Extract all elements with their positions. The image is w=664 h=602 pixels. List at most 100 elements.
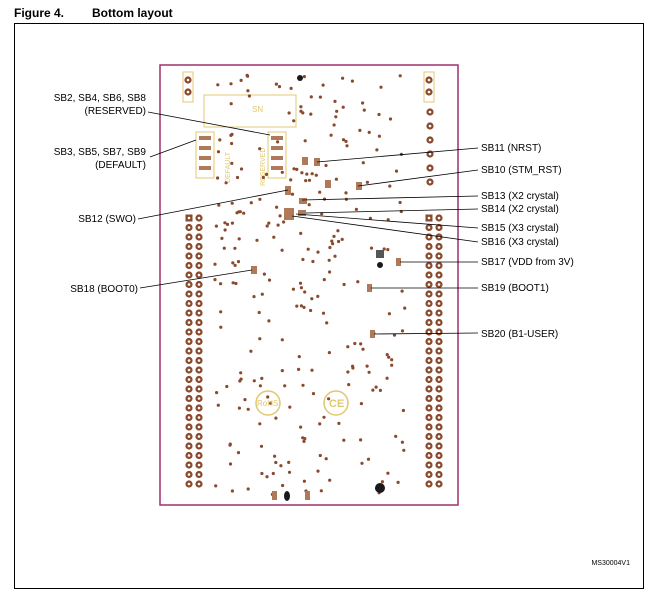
via bbox=[307, 203, 311, 207]
header-pin-hole bbox=[187, 340, 191, 343]
header-pin-hole bbox=[197, 454, 201, 457]
via bbox=[214, 224, 218, 228]
via bbox=[310, 297, 314, 301]
header-pin-hole bbox=[187, 226, 191, 229]
header-pin-hole bbox=[437, 454, 441, 457]
via bbox=[260, 471, 264, 476]
header-pin-hole bbox=[197, 283, 201, 286]
via bbox=[332, 123, 336, 127]
via bbox=[386, 471, 390, 475]
via bbox=[365, 180, 369, 184]
via bbox=[288, 405, 292, 409]
label-sb14: SB14 (X2 crystal) bbox=[481, 204, 559, 215]
header-pin-hole bbox=[437, 321, 441, 324]
via bbox=[237, 237, 241, 241]
via bbox=[365, 364, 369, 368]
via bbox=[223, 228, 227, 232]
via bbox=[230, 201, 234, 205]
reserved-silk-label: RESERVED bbox=[260, 148, 267, 186]
via bbox=[362, 108, 366, 112]
label-sb3-sb9-line1: SB3, SB5, SB7, SB9 bbox=[54, 147, 147, 158]
via bbox=[314, 173, 318, 177]
via bbox=[299, 109, 303, 113]
via bbox=[225, 222, 230, 226]
header-pin-hole bbox=[437, 340, 441, 343]
via bbox=[390, 358, 394, 362]
via bbox=[344, 191, 348, 195]
via bbox=[261, 175, 265, 179]
via bbox=[300, 171, 304, 175]
header-pin-hole bbox=[187, 254, 191, 258]
via bbox=[229, 133, 233, 137]
via bbox=[299, 105, 303, 109]
header-pin-hole bbox=[437, 425, 441, 429]
via bbox=[246, 407, 250, 411]
header-pin-hole bbox=[187, 245, 191, 248]
via bbox=[223, 221, 227, 225]
via bbox=[334, 177, 338, 181]
via bbox=[302, 75, 306, 79]
via bbox=[382, 247, 386, 251]
via bbox=[396, 480, 400, 484]
via bbox=[328, 478, 332, 482]
via bbox=[337, 421, 341, 425]
via bbox=[303, 139, 307, 143]
via bbox=[340, 237, 344, 241]
header-pin-hole bbox=[437, 273, 441, 277]
header-pin-hole bbox=[427, 378, 431, 381]
via bbox=[344, 139, 348, 143]
header-pin-hole bbox=[428, 180, 432, 184]
via bbox=[359, 402, 363, 406]
header-pin-hole bbox=[427, 454, 431, 457]
via bbox=[237, 406, 241, 410]
bottom-hole-1 bbox=[284, 491, 290, 501]
header-pin-hole bbox=[197, 378, 201, 381]
via bbox=[239, 377, 243, 381]
via bbox=[266, 395, 270, 399]
via bbox=[215, 391, 219, 395]
header-pin-hole bbox=[427, 463, 431, 467]
via bbox=[297, 367, 301, 371]
header-pin-hole bbox=[187, 378, 191, 381]
via bbox=[283, 384, 287, 388]
via bbox=[249, 201, 253, 205]
header-pin-hole bbox=[437, 245, 441, 248]
via bbox=[332, 234, 336, 238]
header-pin-hole bbox=[187, 321, 191, 324]
via bbox=[262, 272, 266, 276]
via bbox=[342, 438, 346, 442]
bottom-pad-1 bbox=[272, 491, 277, 500]
via bbox=[327, 397, 331, 401]
header-pin-hole bbox=[197, 482, 201, 486]
header-pin-hole bbox=[197, 368, 201, 372]
via bbox=[331, 242, 335, 246]
via bbox=[214, 484, 218, 488]
header-pin-hole bbox=[437, 330, 441, 334]
via bbox=[360, 461, 364, 465]
label-sb17: SB17 (VDD from 3V) bbox=[481, 257, 574, 268]
header-pin-hole bbox=[197, 444, 201, 448]
header-pin-hole bbox=[428, 166, 432, 170]
figure-frame bbox=[14, 23, 644, 589]
header-pin-hole bbox=[187, 283, 191, 286]
header-pin-hole bbox=[427, 425, 431, 429]
header-pin-hole bbox=[197, 292, 201, 296]
via bbox=[327, 258, 331, 262]
via bbox=[342, 282, 346, 287]
via bbox=[242, 211, 246, 215]
header-pin-hole bbox=[187, 397, 191, 400]
via bbox=[219, 325, 223, 329]
header-pin-hole bbox=[437, 406, 441, 410]
via bbox=[234, 281, 238, 286]
via bbox=[224, 181, 228, 185]
via bbox=[400, 440, 404, 444]
via bbox=[267, 221, 271, 225]
via bbox=[258, 337, 262, 341]
via bbox=[302, 479, 306, 483]
label-sb18: SB18 (BOOT0) bbox=[70, 284, 138, 295]
via bbox=[361, 161, 365, 165]
via bbox=[328, 245, 332, 250]
via bbox=[247, 94, 251, 98]
header-pin-hole bbox=[197, 273, 201, 277]
via bbox=[318, 422, 322, 426]
